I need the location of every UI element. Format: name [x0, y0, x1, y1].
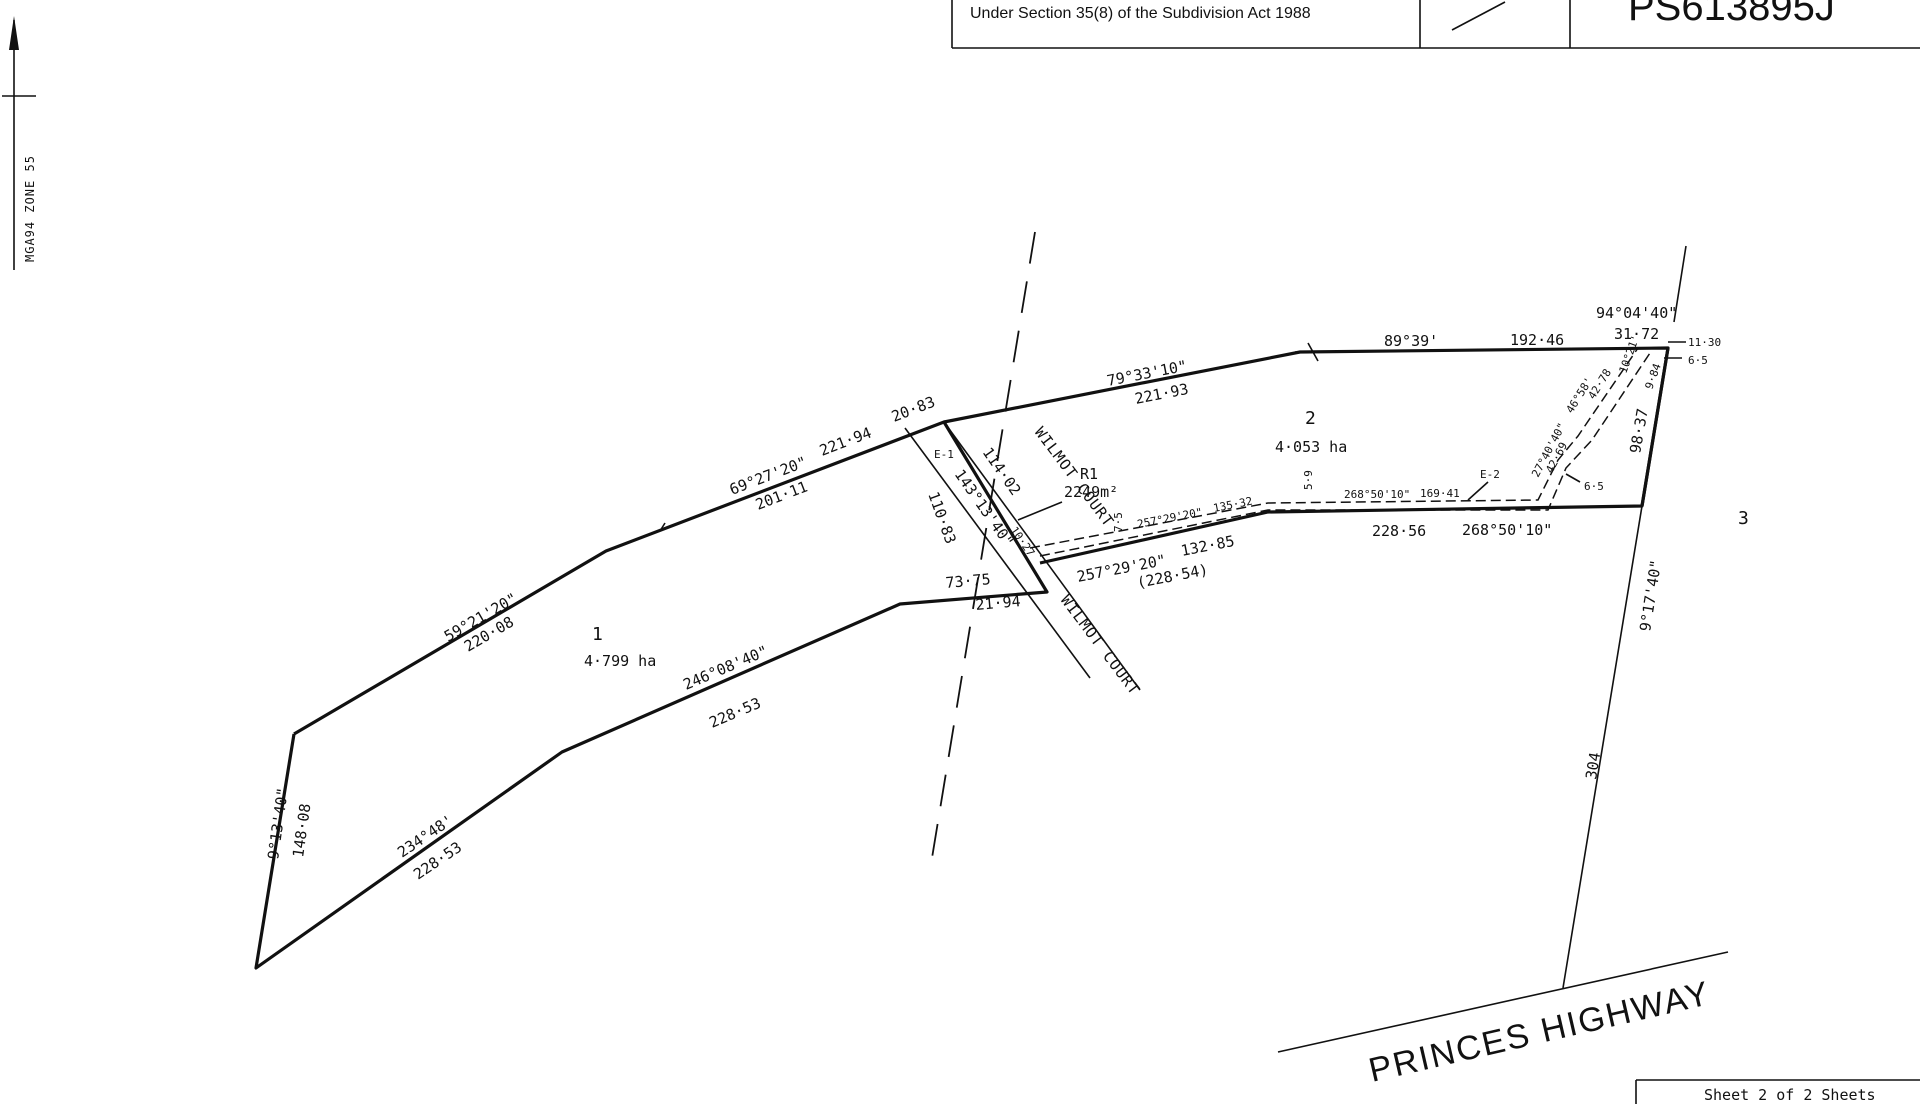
lot2-corner-offset-1: 11·30	[1688, 336, 1721, 349]
easement-e1-label: E-1	[934, 448, 954, 461]
lot-1-boundary	[254, 420, 1049, 970]
plan-number: PS613895J	[1628, 0, 1835, 29]
wilmot-court-label-south: WILMOT COURT	[1057, 592, 1144, 699]
lot2-s-distance-2: 228·56	[1372, 522, 1426, 540]
lot1-west-bearing: 9°13'40"	[264, 787, 292, 861]
lot2-corner-bearing: 94°04'40"	[1596, 304, 1677, 322]
reserve-name: R1	[1080, 465, 1098, 483]
lot2-ne-distance: 192·46	[1510, 331, 1564, 349]
offset-leader	[1565, 473, 1581, 483]
certification-text: Under Section 35(8) of the Subdivision A…	[970, 5, 1311, 22]
axis-line-east-top	[1673, 245, 1687, 323]
lot3-distance: 304	[1582, 751, 1604, 781]
lot-1-area: 4·799 ha	[584, 652, 656, 670]
datum-label: MGA94 ZONE 55	[23, 155, 37, 262]
road-corner-distance: 21·94	[975, 592, 1022, 614]
easement-leader	[1467, 481, 1489, 501]
north-arrow: MGA94 ZONE 55	[2, 16, 37, 270]
lot-3-number: 3	[1738, 508, 1749, 529]
lot1-ne-distance: 20·83	[889, 393, 938, 426]
princes-highway-label: PRINCES HIGHWAY	[1365, 974, 1714, 1090]
tick-mark	[659, 522, 666, 532]
easement-width-1: 7·5	[1112, 512, 1125, 532]
easement-width-2: 5·9	[1302, 470, 1315, 490]
reserve-leader	[1017, 501, 1063, 521]
sheet-text: Sheet 2 of 2 Sheets	[1704, 1086, 1876, 1104]
easement-e2-north	[1029, 347, 1639, 549]
princes-highway-line	[1277, 951, 1729, 1053]
north-arrow-head-icon	[9, 16, 19, 50]
lot2-corner-distance: 31·72	[1614, 325, 1659, 343]
lot3-bearing: 9°17'40"	[1636, 558, 1665, 632]
sheet-number-box: Sheet 2 of 2 Sheets	[1635, 1079, 1920, 1104]
lot1-n-distance-1: 221·94	[817, 424, 874, 460]
lot2-ne-bearing: 89°39'	[1384, 332, 1438, 350]
lot-2-area: 4·053 ha	[1275, 438, 1347, 456]
easement-e2-label: E-2	[1480, 468, 1500, 481]
easement-distance-2: 169·41	[1420, 487, 1460, 500]
reserve-area: 2249m²	[1064, 483, 1118, 501]
lot1-west-distance: 148·08	[289, 802, 314, 858]
road-west-distance: 110·83	[924, 489, 959, 546]
header-title-block: Under Section 35(8) of the Subdivision A…	[951, 0, 1920, 49]
axis-line-wilmot	[931, 231, 1036, 859]
lot-1-number: 1	[592, 624, 603, 645]
signature-mark	[1451, 1, 1506, 31]
lot2-s-bearing-2: 268°50'10"	[1462, 521, 1552, 539]
lot-2-east-boundary	[1640, 347, 1670, 507]
easement-bearing-2: 268°50'10"	[1344, 488, 1410, 501]
lot2-inner-offset: 6·5	[1584, 480, 1604, 493]
lot-2-number: 2	[1305, 408, 1316, 429]
road-width-distance: 73·75	[945, 570, 992, 592]
lot2-corner-offset-2: 6·5	[1688, 354, 1708, 367]
lot1-s-distance: 228·53	[707, 694, 764, 732]
lot-3-boundary	[1562, 505, 1643, 989]
easement-distance-1: 135·32	[1212, 495, 1254, 515]
wilmot-court-label-north: WILMOT COURT	[1031, 424, 1118, 531]
lot2-s-distance-1: 132·85	[1179, 532, 1236, 560]
lot2-east-distance: 98·37	[1626, 407, 1652, 455]
wilmot-court-west-line	[904, 427, 1091, 679]
